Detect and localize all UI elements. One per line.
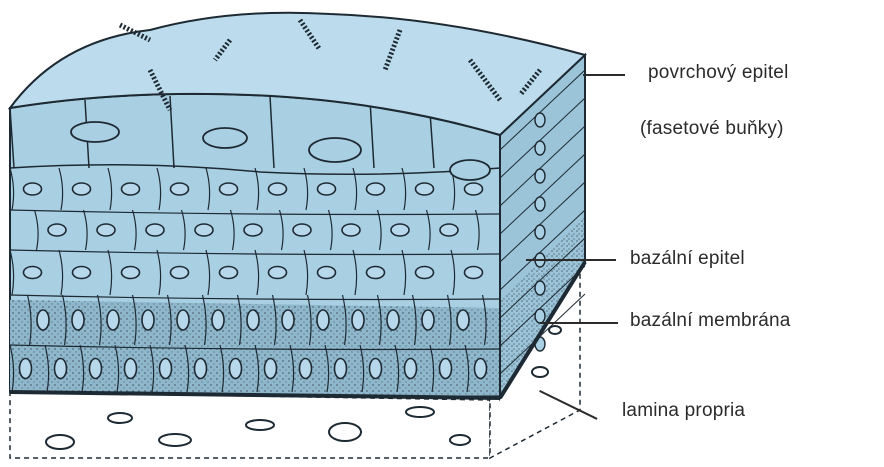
label-basement-membrane: bazální membrána: [630, 310, 791, 332]
lamina-propria-nucleus: [108, 413, 132, 423]
label-facet-cells: (fasetové buňky): [640, 118, 784, 140]
lamina-propria-nucleus: [159, 434, 191, 446]
basal-cell-nucleus: [212, 310, 224, 330]
basal-cell-nucleus: [72, 310, 84, 330]
intermediate-cell-nucleus: [416, 183, 434, 195]
basal-cell-nucleus: [475, 359, 487, 379]
intermediate-cell-nucleus: [171, 267, 189, 279]
basal-cell-nucleus: [387, 310, 399, 330]
intermediate-cell-nucleus: [465, 183, 483, 195]
basal-cell-nucleus: [107, 310, 119, 330]
intermediate-cell-nucleus: [73, 183, 91, 195]
intermediate-cell-nucleus: [391, 224, 409, 236]
lamina-propria-nucleus: [246, 420, 274, 430]
intermediate-cell-nucleus: [24, 267, 42, 279]
basal-cell-nucleus: [335, 359, 347, 379]
basal-cell-nucleus: [265, 359, 277, 379]
leader-line-basement-membrane: [540, 322, 618, 324]
basal-cell-nucleus: [247, 310, 259, 330]
lamina-propria-nucleus: [549, 326, 561, 334]
intermediate-cell-nucleus: [367, 183, 385, 195]
intermediate-cell-nucleus: [220, 183, 238, 195]
intermediate-cell-nucleus: [146, 224, 164, 236]
intermediate-cell-nucleus: [220, 267, 238, 279]
basal-cell-nucleus: [125, 359, 137, 379]
intermediate-cell-nucleus: [465, 267, 483, 279]
basal-cell-nucleus: [230, 359, 242, 379]
side-cell-nucleus: [535, 309, 545, 323]
intermediate-cell-nucleus: [48, 224, 66, 236]
basal-cell-nucleus: [37, 310, 49, 330]
basal-cell-nucleus: [352, 310, 364, 330]
side-cell-nucleus: [535, 197, 545, 211]
basal-cell-nucleus: [142, 310, 154, 330]
facet-cell-nucleus: [309, 138, 361, 162]
basal-cell-nucleus: [457, 310, 469, 330]
basal-cell-nucleus: [370, 359, 382, 379]
intermediate-cell-nucleus: [318, 267, 336, 279]
intermediate-cell-nucleus: [122, 183, 140, 195]
intermediate-cell-nucleus: [171, 183, 189, 195]
label-lamina-propria: lamina propria: [622, 400, 745, 422]
intermediate-cell-nucleus: [195, 224, 213, 236]
basal-cell-nucleus: [440, 359, 452, 379]
leader-line-surface-epithelium: [583, 74, 625, 76]
lamina-propria-nucleus: [329, 423, 361, 441]
intermediate-cell-nucleus: [97, 224, 115, 236]
intermediate-cell-nucleus: [269, 183, 287, 195]
basal-cell-nucleus: [405, 359, 417, 379]
basal-cell-nucleus: [300, 359, 312, 379]
basal-cell-nucleus: [55, 359, 67, 379]
label-surface-epithelium: povrchový epitel: [648, 62, 789, 84]
side-cell-nucleus: [535, 169, 545, 183]
side-cell-nucleus: [535, 281, 545, 295]
side-cell-nucleus: [535, 113, 545, 127]
basal-cell-nucleus: [195, 359, 207, 379]
basal-cell-nucleus: [90, 359, 102, 379]
intermediate-cell-nucleus: [416, 267, 434, 279]
basal-cell-nucleus: [422, 310, 434, 330]
lamina-propria-nucleus: [46, 435, 74, 449]
intermediate-cell-nucleus: [440, 224, 458, 236]
label-basal-epithelium: bazální epitel: [630, 248, 745, 270]
basal-cell-nucleus: [160, 359, 172, 379]
intermediate-cell-nucleus: [342, 224, 360, 236]
intermediate-cell-nucleus: [122, 267, 140, 279]
epithelium-front-face: [10, 94, 504, 398]
intermediate-cell-nucleus: [318, 183, 336, 195]
facet-cell-nucleus: [203, 128, 247, 148]
basal-cell-nucleus: [317, 310, 329, 330]
basal-cell-nucleus: [20, 359, 32, 379]
facet-cell-nucleus: [450, 160, 490, 180]
intermediate-cell-nucleus: [244, 224, 262, 236]
side-cell-nucleus: [535, 225, 545, 239]
lamina-propria-nucleus: [532, 367, 548, 377]
intermediate-cell-nucleus: [293, 224, 311, 236]
lamina-propria-nucleus: [406, 407, 434, 417]
intermediate-cell-nucleus: [73, 267, 91, 279]
intermediate-cell-nucleus: [269, 267, 287, 279]
facet-cell-nucleus: [71, 122, 119, 142]
lamina-propria-nucleus: [450, 435, 470, 445]
basal-cell-nucleus: [177, 310, 189, 330]
intermediate-cell-nucleus: [24, 183, 42, 195]
side-cell-nucleus: [535, 141, 545, 155]
intermediate-cell-nucleus: [367, 267, 385, 279]
leader-line-basal-epithelium: [526, 259, 616, 261]
basal-cell-nucleus: [282, 310, 294, 330]
